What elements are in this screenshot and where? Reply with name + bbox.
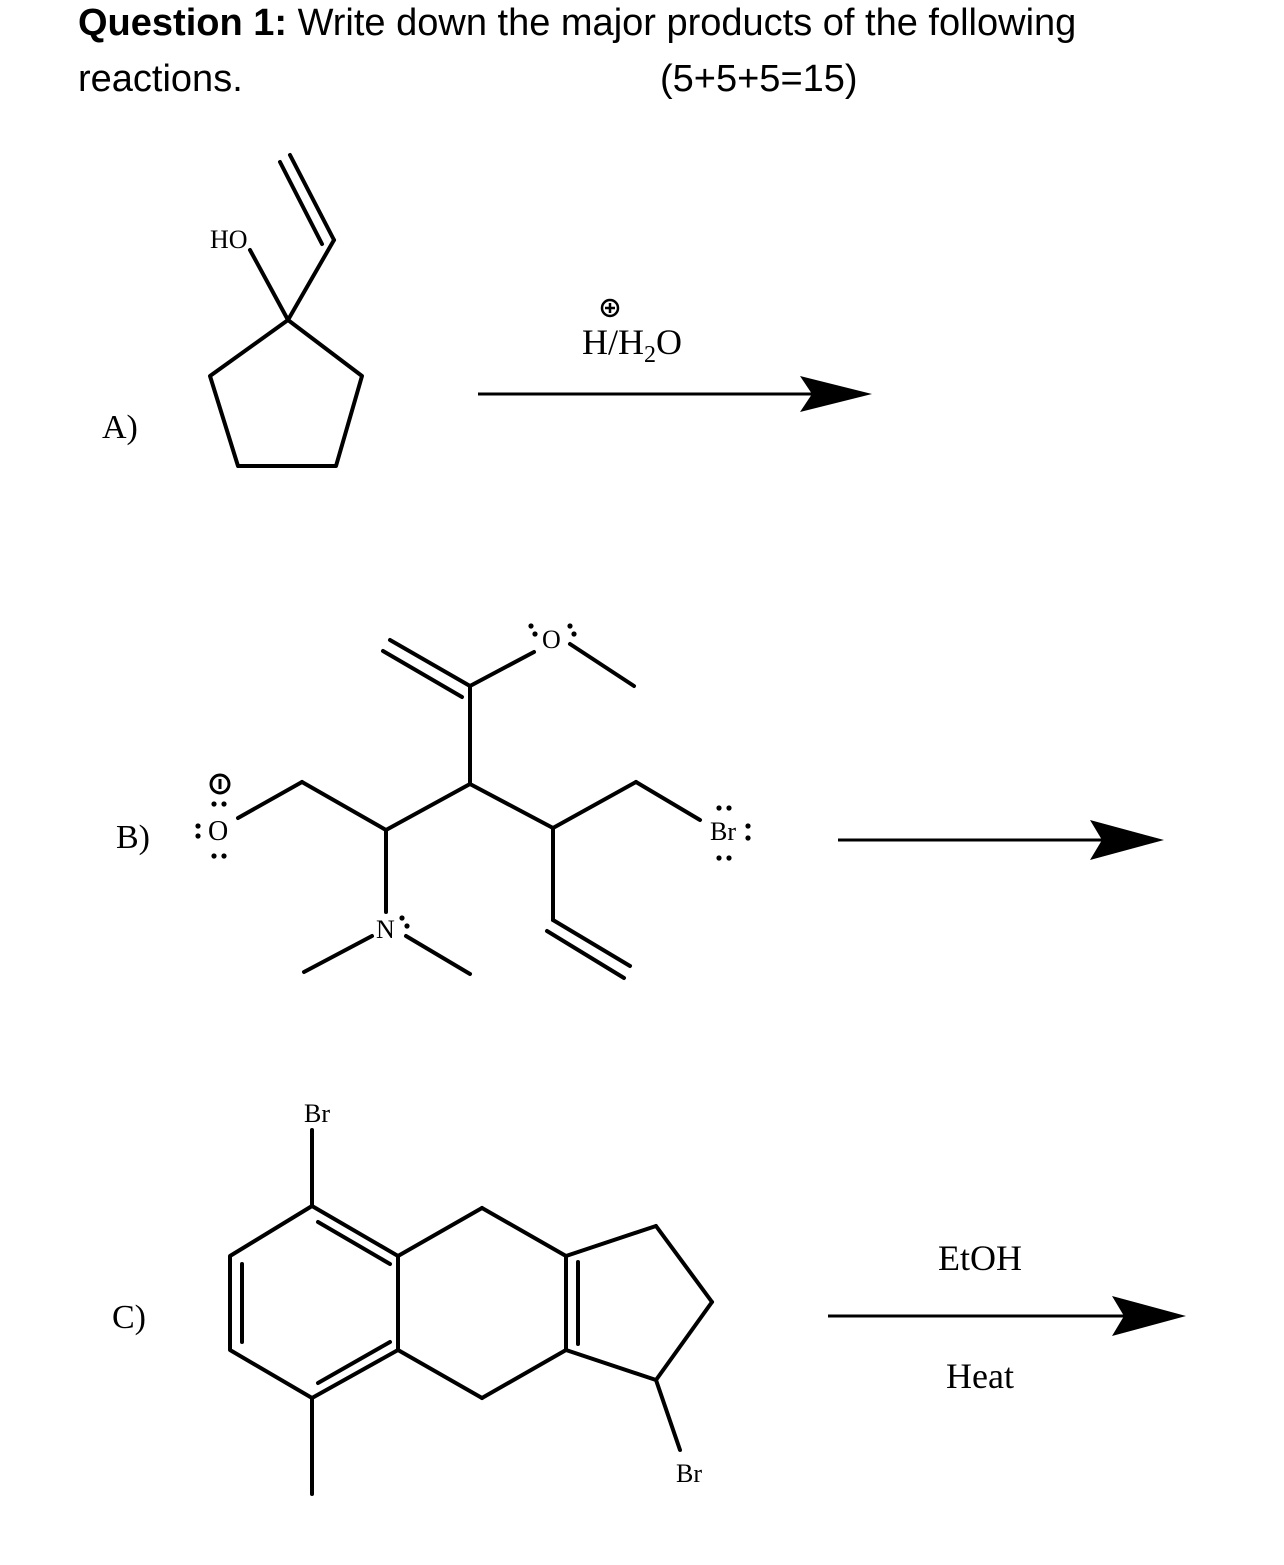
cyclopentane-ring [208, 318, 364, 468]
reaction-a-label: A) [102, 409, 138, 446]
bromine-lone-pairs [716, 805, 751, 861]
c-vinyl-bond [286, 238, 336, 322]
amine-nitrogen-label: N [376, 915, 395, 944]
question-marks: (5+5+5=15) [660, 58, 858, 100]
alkoxide-oxygen-label: O [208, 816, 228, 847]
benzene-ring [228, 1204, 400, 1400]
question-line-1: Question 1: Write down the major product… [78, 2, 1076, 45]
hydroxyl-label: HO [210, 225, 248, 254]
reaction-arrow-c [828, 1296, 1186, 1336]
reaction-a: A) HO H/H2O [102, 153, 872, 468]
plus-charge-icon [600, 298, 620, 318]
alkoxide-lone-pairs [195, 801, 227, 859]
cyclopentene-ring [564, 1224, 714, 1382]
reaction-arrow-a [478, 376, 872, 412]
ester-oxygen-label: O [542, 625, 561, 654]
question-label: Question 1: [78, 2, 288, 44]
question-text-line2: reactions. [78, 58, 243, 100]
reaction-b: B) O [116, 623, 1164, 980]
question-text: Write down the major products of the fol… [297, 2, 1077, 44]
bromine-label-b: Br [710, 817, 736, 846]
carbon-skeleton-b [236, 642, 702, 976]
alkyl-br-bond [654, 1378, 682, 1452]
vinyl-double-bond-b [545, 918, 632, 980]
reagent-a: H/H2O [582, 298, 682, 368]
alkyl-bromine-label: Br [676, 1459, 702, 1488]
reaction-c-label: C) [112, 1299, 146, 1336]
c-oh-bond [248, 248, 290, 322]
reagent-a-text: H/H2O [582, 322, 682, 368]
methylene-double-bond [381, 638, 472, 699]
reaction-c: C) Br Br EtOH H [112, 1099, 1186, 1496]
ester-oxygen-lone-pairs [528, 623, 577, 637]
amine-lone-pair [399, 915, 410, 929]
aryl-bromine-label: Br [304, 1099, 330, 1128]
reagent-c-top: EtOH [938, 1238, 1022, 1278]
reaction-arrow-b [838, 820, 1164, 860]
reaction-b-label: B) [116, 819, 150, 856]
reagent-c-bottom: Heat [946, 1356, 1014, 1396]
middle-ring [396, 1206, 568, 1400]
vinyl-double-bond [278, 153, 336, 246]
negative-charge-icon [209, 773, 231, 795]
question-line-2: reactions. [78, 58, 243, 101]
